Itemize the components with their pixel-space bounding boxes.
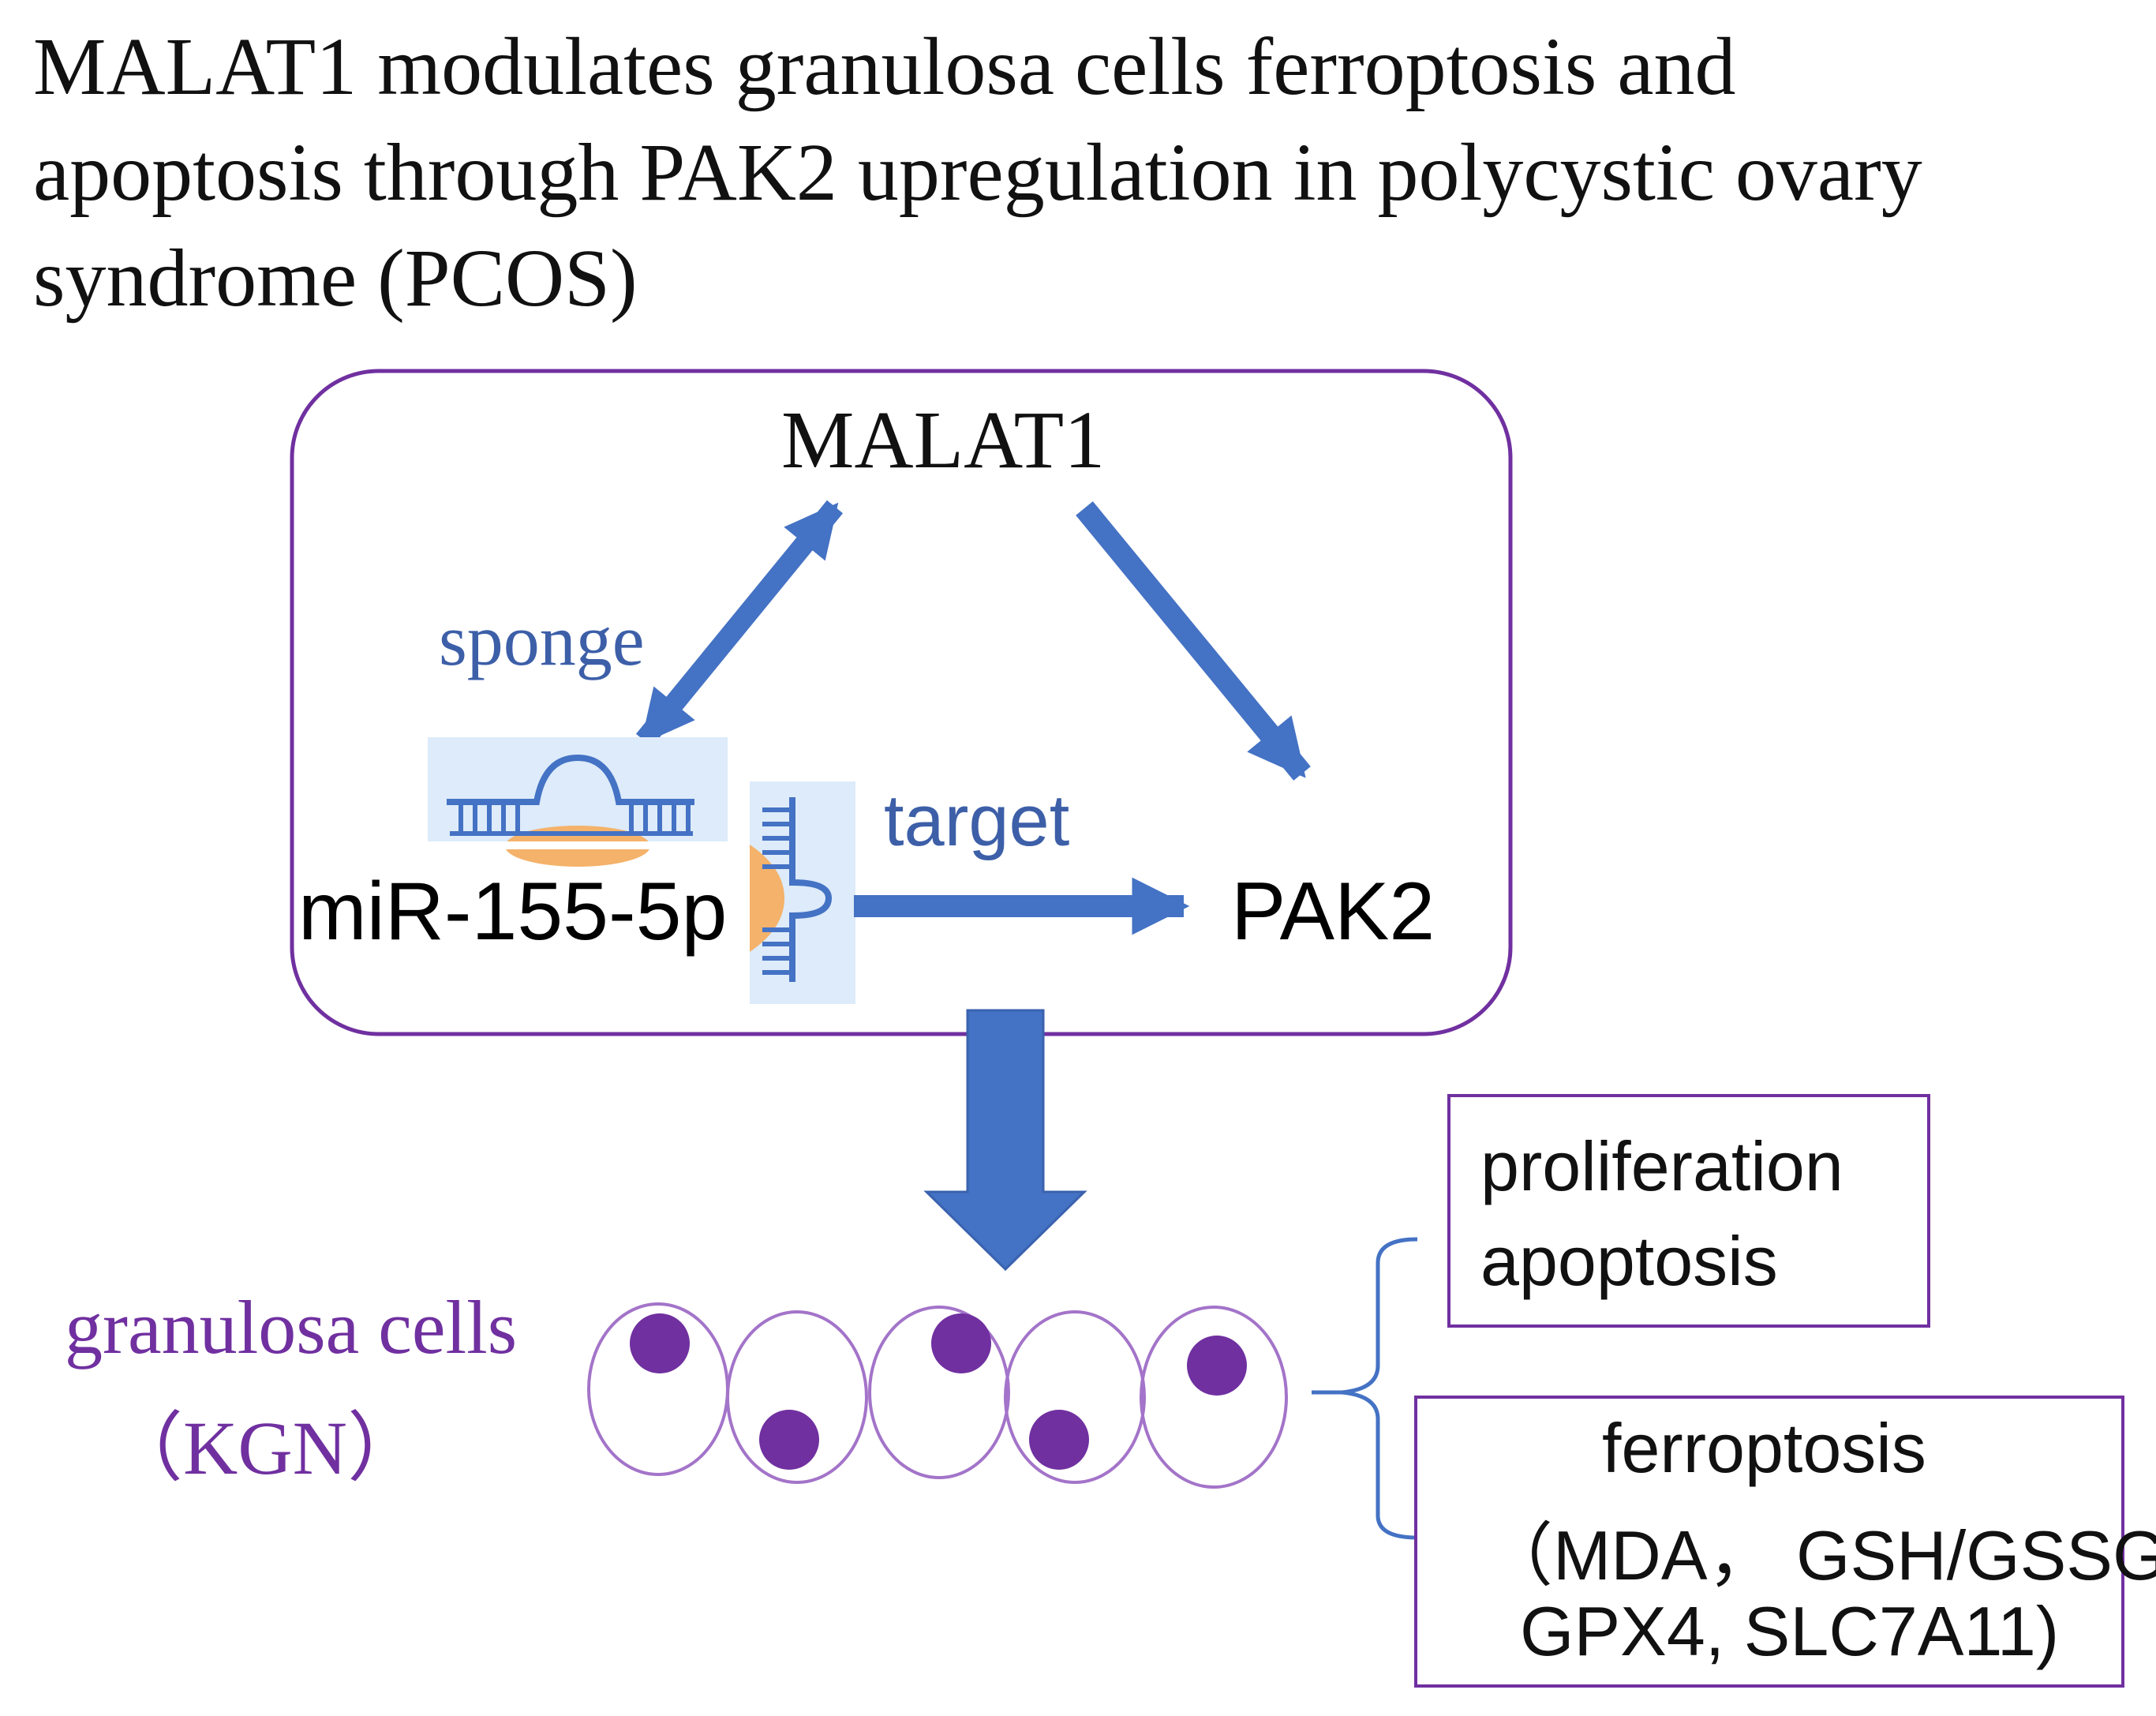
proliferation-apoptosis-box — [1447, 1094, 1930, 1328]
figure-title: MALAT1 modulates granulosa cells ferropt… — [33, 14, 2117, 332]
cell-4 — [1004, 1310, 1146, 1484]
ferroptosis-box — [1414, 1396, 2124, 1688]
title-line-3: syndrome (PCOS) — [33, 233, 638, 324]
granulosa-cells — [587, 1302, 1288, 1489]
sponge-arrow — [635, 500, 844, 747]
ferroptosis-label: ferroptosis — [1602, 1409, 1926, 1487]
cell-2 — [726, 1310, 868, 1484]
network-frame — [290, 369, 1513, 1036]
cell-nuclei — [630, 1313, 1247, 1470]
proliferation-label: proliferation — [1480, 1127, 1843, 1205]
malat1-pak2-arrow — [1076, 501, 1311, 781]
proliferation-apoptosis-text: proliferation apoptosis — [1480, 1119, 1843, 1309]
ferroptosis-markers-line1: （MDA， GSH/GSSG, — [1484, 1516, 2156, 1594]
cell-5 — [1140, 1306, 1288, 1489]
ferroptosis-markers-line2: GPX4, SLC7A11) — [1520, 1592, 2060, 1670]
target-label: target — [884, 781, 1070, 861]
sponge-label: sponge — [439, 600, 645, 680]
down-arrow — [923, 1009, 1087, 1272]
title-line-2: apoptosis through PAK2 upregulation in p… — [33, 127, 1922, 218]
outcome-brace — [1312, 1237, 1418, 1540]
mirna-target-icon — [750, 781, 855, 1004]
mirna-label: miR-155-5p — [298, 866, 728, 957]
granulosa-cells-label: granulosa cells — [65, 1285, 518, 1369]
apoptosis-label: apoptosis — [1480, 1222, 1778, 1300]
kgn-label: （KGN） — [107, 1406, 423, 1490]
title-line-1: MALAT1 modulates granulosa cells ferropt… — [33, 21, 1736, 112]
cell-3 — [868, 1306, 1010, 1479]
pak2-label: PAK2 — [1231, 866, 1435, 957]
malat1-label: MALAT1 — [781, 395, 1106, 485]
mirna-hairpin-icon — [428, 737, 728, 867]
